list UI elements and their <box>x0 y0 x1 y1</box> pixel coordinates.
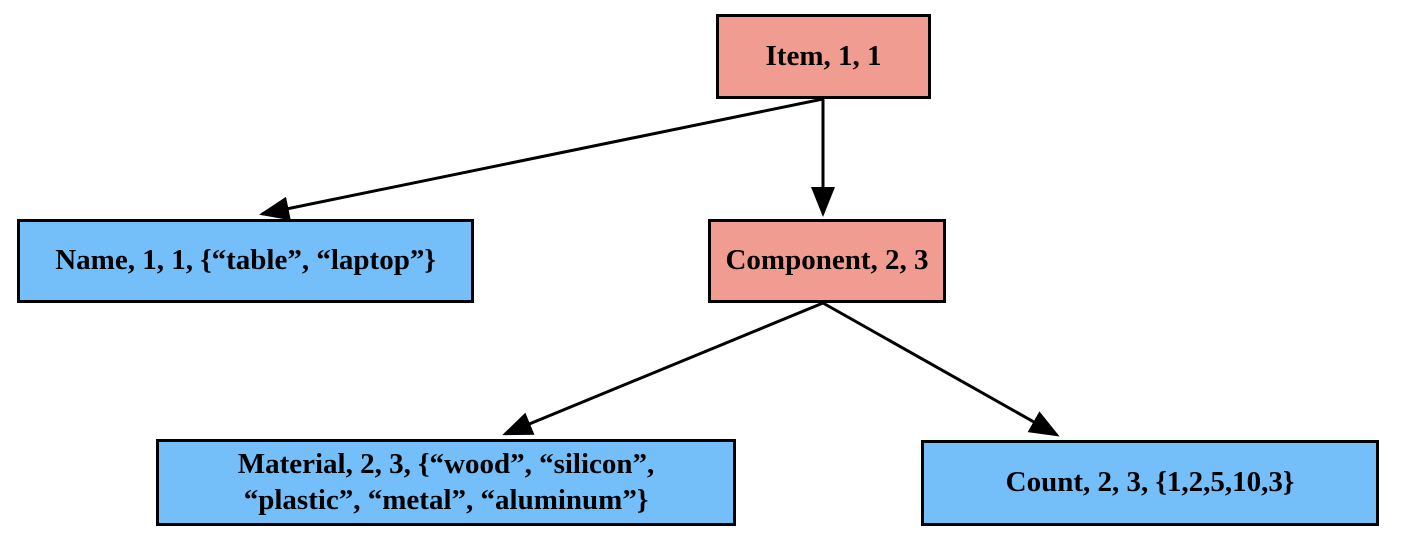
node-count-label: Count, 2, 3, {1,2,5,10,3} <box>1005 466 1295 499</box>
node-material-label-line2: “plastic”, “metal”, “aluminum”} <box>243 483 649 516</box>
node-material-label-line1: Material, 2, 3, {“wood”, “silicon”, <box>237 448 655 481</box>
node-name: Name, 1, 1, {“table”, “laptop”} <box>17 219 474 303</box>
node-count: Count, 2, 3, {1,2,5,10,3} <box>921 440 1379 526</box>
node-component: Component, 2, 3 <box>708 219 946 303</box>
edge-component-to-count <box>822 301 1060 437</box>
edge-component-to-material <box>502 301 824 436</box>
edge-item-to-name <box>259 97 824 221</box>
node-item-label: Item, 1, 1 <box>765 39 882 72</box>
node-name-label: Name, 1, 1, {“table”, “laptop”} <box>55 244 436 277</box>
node-component-label: Component, 2, 3 <box>725 244 929 277</box>
node-material: Material, 2, 3, {“wood”, “silicon”, “pla… <box>156 439 736 526</box>
node-item: Item, 1, 1 <box>716 14 931 99</box>
